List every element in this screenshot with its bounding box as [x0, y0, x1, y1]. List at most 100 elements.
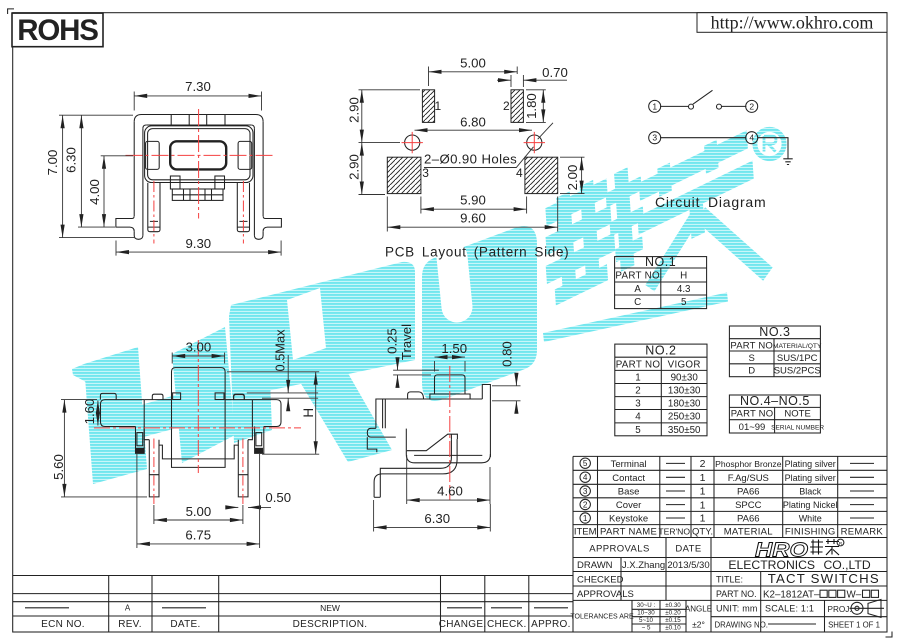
svg-text:4: 4 — [749, 133, 754, 143]
svg-text:1: 1 — [635, 373, 640, 384]
svg-text:2: 2 — [583, 500, 588, 509]
svg-text:1: 1 — [700, 486, 706, 498]
svg-text:350±50: 350±50 — [668, 425, 701, 436]
svg-text:2.90: 2.90 — [347, 154, 362, 180]
svg-text:A: A — [634, 284, 641, 295]
svg-text:1.60: 1.60 — [82, 399, 97, 425]
svg-text:1: 1 — [700, 472, 706, 484]
svg-text:PA66: PA66 — [737, 487, 760, 498]
svg-text:PART NO: PART NO — [730, 340, 773, 351]
svg-text:2–Ø0.90 Holes: 2–Ø0.90 Holes — [424, 152, 517, 167]
svg-text:K2–1812AT–: K2–1812AT– — [763, 590, 820, 601]
svg-text:C: C — [634, 297, 641, 308]
svg-text:5: 5 — [583, 459, 588, 468]
svg-text:±0.20: ±0.20 — [665, 610, 681, 617]
svg-text:Black: Black — [799, 487, 822, 497]
svg-text:PART NO: PART NO — [615, 271, 660, 282]
svg-text:30~U :: 30~U : — [637, 602, 656, 609]
svg-text:0.25: 0.25 — [385, 328, 400, 354]
svg-text:Terminal: Terminal — [611, 459, 647, 470]
svg-text:NO.2: NO.2 — [645, 343, 676, 357]
svg-text:2: 2 — [635, 386, 640, 397]
svg-text:~ 5: ~ 5 — [642, 624, 651, 631]
svg-text:5: 5 — [681, 297, 687, 308]
svg-text:180±30: 180±30 — [668, 399, 701, 410]
svg-text:A: A — [125, 604, 131, 613]
svg-text:SUS/1PC: SUS/1PC — [777, 353, 818, 364]
svg-text:2.90: 2.90 — [347, 97, 362, 123]
svg-text:5.00: 5.00 — [460, 56, 486, 71]
svg-text:10~30: 10~30 — [637, 610, 655, 617]
svg-text:90±30: 90±30 — [671, 373, 699, 384]
svg-text:APPRO.: APPRO. — [531, 619, 571, 630]
svg-text:2013/5/30: 2013/5/30 — [667, 560, 709, 571]
svg-text:ELECTRONICS CO.,LTD: ELECTRONICS CO.,LTD — [728, 558, 870, 572]
svg-text:6.30: 6.30 — [424, 511, 450, 526]
svg-text:PART NO: PART NO — [731, 409, 774, 420]
svg-text:250±30: 250±30 — [668, 412, 701, 423]
svg-text:0.80: 0.80 — [499, 341, 514, 367]
svg-text:3: 3 — [635, 399, 641, 410]
svg-text:9.60: 9.60 — [460, 211, 486, 226]
svg-text:MATERIAL/QTY: MATERIAL/QTY — [773, 343, 822, 350]
svg-text:ECN NO.: ECN NO. — [41, 619, 85, 630]
svg-text:S: S — [749, 353, 755, 364]
svg-text:W–: W– — [847, 590, 862, 601]
svg-text:±0.30: ±0.30 — [665, 602, 681, 609]
svg-text:5.90: 5.90 — [460, 193, 486, 208]
svg-text:4.60: 4.60 — [437, 484, 463, 499]
svg-text:ROHS: ROHS — [17, 14, 98, 47]
svg-text:TOLERANCES ARE: TOLERANCES ARE — [570, 614, 634, 621]
svg-text:NO.4–NO.5: NO.4–NO.5 — [740, 394, 810, 408]
svg-text:NEW: NEW — [320, 603, 340, 613]
svg-text:4: 4 — [583, 473, 588, 482]
svg-text:4.3: 4.3 — [677, 284, 691, 295]
svg-text:2: 2 — [503, 99, 510, 113]
svg-text:1.80: 1.80 — [524, 93, 539, 119]
svg-text:Cover: Cover — [616, 500, 641, 511]
svg-text:ITEM: ITEM — [574, 527, 597, 538]
svg-text:SHEET 1 OF 1: SHEET 1 OF 1 — [828, 621, 880, 630]
svg-text:±0.15: ±0.15 — [665, 617, 681, 624]
svg-text:Plating silver: Plating silver — [785, 459, 836, 469]
svg-text:1.50: 1.50 — [441, 341, 467, 356]
svg-text:4.00: 4.00 — [87, 179, 102, 205]
svg-text:5~10: 5~10 — [639, 617, 653, 624]
svg-text:DRAWING NO.: DRAWING NO. — [715, 620, 768, 629]
svg-text:H: H — [680, 271, 687, 282]
svg-text:Circuit Diagram: Circuit Diagram — [655, 194, 766, 210]
svg-text:4: 4 — [635, 412, 641, 423]
svg-text:NO.1: NO.1 — [645, 255, 676, 269]
svg-text:5.00: 5.00 — [186, 504, 212, 519]
svg-text:TACT SWITCHS: TACT SWITCHS — [768, 571, 880, 586]
svg-text:3: 3 — [652, 133, 657, 143]
svg-text:PCB Layout (Pattern Side): PCB Layout (Pattern Side) — [385, 245, 569, 260]
svg-text:FINISHING: FINISHING — [785, 527, 836, 538]
svg-text:PROJ.: PROJ. — [828, 605, 852, 614]
svg-text:9.30: 9.30 — [185, 236, 211, 251]
svg-text:SUS/2PCS: SUS/2PCS — [774, 366, 821, 377]
svg-text:5: 5 — [635, 425, 641, 436]
svg-text:1: 1 — [583, 514, 588, 523]
svg-text:DATE.: DATE. — [170, 619, 200, 630]
svg-text:QTY.: QTY. — [692, 527, 713, 538]
svg-text:130±30: 130±30 — [668, 386, 701, 397]
svg-text:2: 2 — [700, 458, 706, 470]
svg-text:Phosphor Bronze: Phosphor Bronze — [715, 459, 782, 469]
svg-text:NO.3: NO.3 — [759, 325, 790, 339]
svg-text:UNIT: mm: UNIT: mm — [716, 604, 758, 614]
svg-text:NOTE: NOTE — [784, 409, 810, 420]
svg-text:TITLE:: TITLE: — [716, 575, 743, 585]
svg-text:0.50: 0.50 — [265, 490, 291, 505]
svg-text:PART NO.: PART NO. — [716, 589, 757, 599]
svg-text:J.X.Zhang: J.X.Zhang — [622, 560, 665, 571]
svg-text:REV.: REV. — [118, 619, 142, 630]
svg-text:6.80: 6.80 — [460, 115, 486, 130]
svg-text:5.60: 5.60 — [51, 454, 66, 480]
svg-text:http://www.okhro.com: http://www.okhro.com — [711, 13, 874, 33]
svg-text:DRAWN: DRAWN — [577, 560, 613, 571]
svg-text:±0.10: ±0.10 — [665, 624, 681, 631]
svg-text:6.75: 6.75 — [185, 528, 211, 543]
svg-text:1: 1 — [652, 101, 657, 111]
svg-text:H: H — [301, 408, 316, 418]
